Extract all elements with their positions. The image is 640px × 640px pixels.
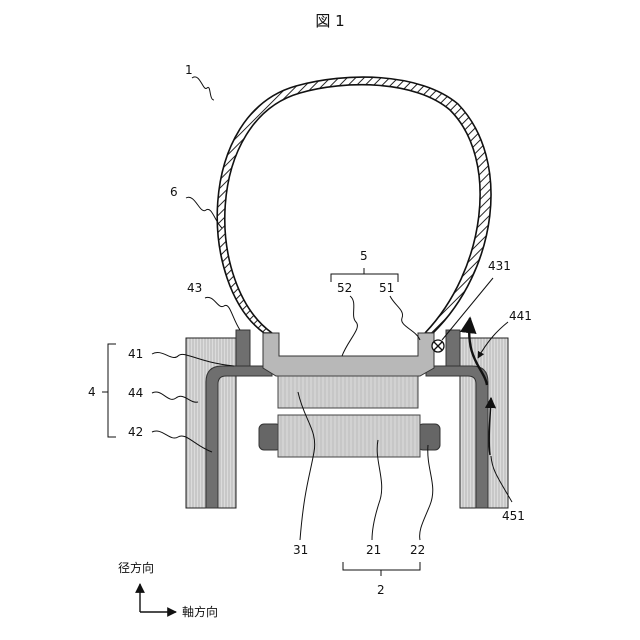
wheel-rim [263,333,434,376]
label-43: 43 [187,281,202,295]
flange-left [236,330,250,366]
leader-51 [390,296,420,340]
flange-right [446,330,460,366]
figure-title: 図 1 [315,12,344,30]
label-51: 51 [379,281,394,295]
bracket-2 [343,562,420,576]
tire-body [217,77,491,333]
label-2: 2 [377,583,385,597]
label-4: 4 [88,385,96,399]
axis-axial-label: 軸方向 [182,604,218,619]
part-31-block [278,376,418,408]
label-44: 44 [128,386,143,400]
bracket-4 [102,344,116,437]
label-22: 22 [410,543,425,557]
label-31: 31 [293,543,308,557]
label-41: 41 [128,347,143,361]
part-21-rotor [278,415,420,457]
label-451: 451 [502,509,525,523]
bracket-5 [331,268,398,282]
leader-52 [342,296,357,356]
sensor-431-symbol [432,340,444,352]
label-42: 42 [128,425,143,439]
label-6: 6 [170,185,178,199]
label-21: 21 [366,543,381,557]
label-5: 5 [360,249,368,263]
label-441: 441 [509,309,532,323]
leader-1 [192,77,214,100]
label-1: 1 [185,63,193,77]
leader-31 [298,392,315,540]
part-22-end-right [418,424,440,450]
label-431: 431 [488,259,511,273]
leader-43 [205,297,240,330]
label-52: 52 [337,281,352,295]
axis-radial-label: 径方向 [118,560,154,575]
leader-22 [420,445,433,540]
